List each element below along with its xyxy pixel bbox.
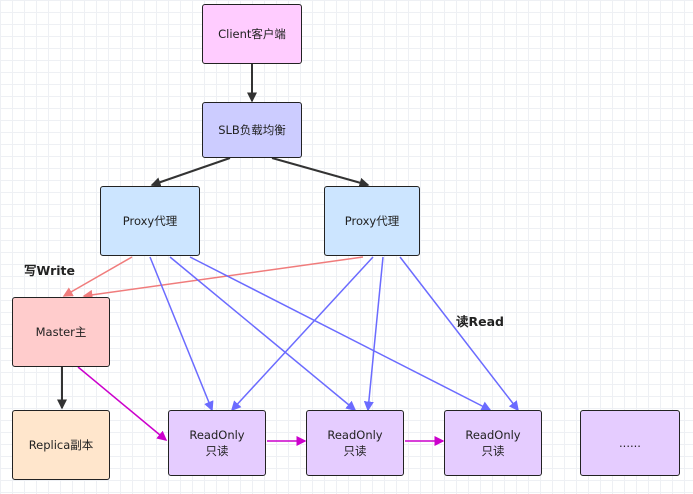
read-edge-lp-ro2	[169, 256, 357, 411]
read-edge-rp-ro1	[230, 256, 374, 412]
client-node[interactable]: Client客户端	[202, 4, 302, 64]
read-label: 读Read	[456, 314, 504, 329]
read-edge-lp-ro1	[149, 256, 214, 412]
readonly-node-2-title: ReadOnly	[327, 428, 383, 442]
slb-node[interactable]: SLB负载均衡	[202, 102, 302, 158]
readonly-node-2[interactable]: ReadOnly 只读	[306, 410, 404, 476]
readonly-node-3-subtitle: 只读	[481, 444, 505, 458]
more-nodes-label: ......	[619, 436, 641, 450]
readonly-node-1-title: ReadOnly	[189, 428, 245, 442]
readonly-node-1[interactable]: ReadOnly 只读	[168, 410, 266, 476]
more-nodes-placeholder[interactable]: ......	[580, 410, 680, 476]
write-edge-right-proxy	[82, 256, 364, 300]
slb-node-label: SLB负载均衡	[218, 123, 286, 137]
proxy-node-left[interactable]: Proxy代理	[100, 186, 200, 256]
read-edge-lp-ro3	[189, 256, 492, 411]
readonly-node-3-title: ReadOnly	[465, 428, 521, 442]
write-edge-left-proxy	[62, 256, 133, 297]
readonly-node-2-subtitle: 只读	[343, 444, 367, 458]
readonly-node-1-subtitle: 只读	[205, 444, 229, 458]
client-node-label: Client客户端	[218, 27, 286, 41]
write-label: 写Write	[24, 263, 75, 278]
proxy-node-left-label: Proxy代理	[122, 214, 178, 228]
proxy-node-right[interactable]: Proxy代理	[324, 186, 420, 256]
master-node[interactable]: Master主	[12, 297, 110, 367]
master-node-label: Master主	[35, 325, 87, 339]
readonly-node-3[interactable]: ReadOnly 只读	[444, 410, 542, 476]
sync-edge-master-ro1	[77, 366, 168, 441]
edge-slb-proxy-left	[150, 157, 231, 187]
replica-node-label: Replica副本	[28, 438, 94, 452]
proxy-node-right-label: Proxy代理	[344, 214, 400, 228]
edge-slb-proxy-right	[271, 157, 370, 188]
read-edge-rp-ro2	[363, 256, 384, 412]
replica-node[interactable]: Replica副本	[12, 410, 110, 480]
read-edge-rp-ro3	[399, 256, 519, 412]
